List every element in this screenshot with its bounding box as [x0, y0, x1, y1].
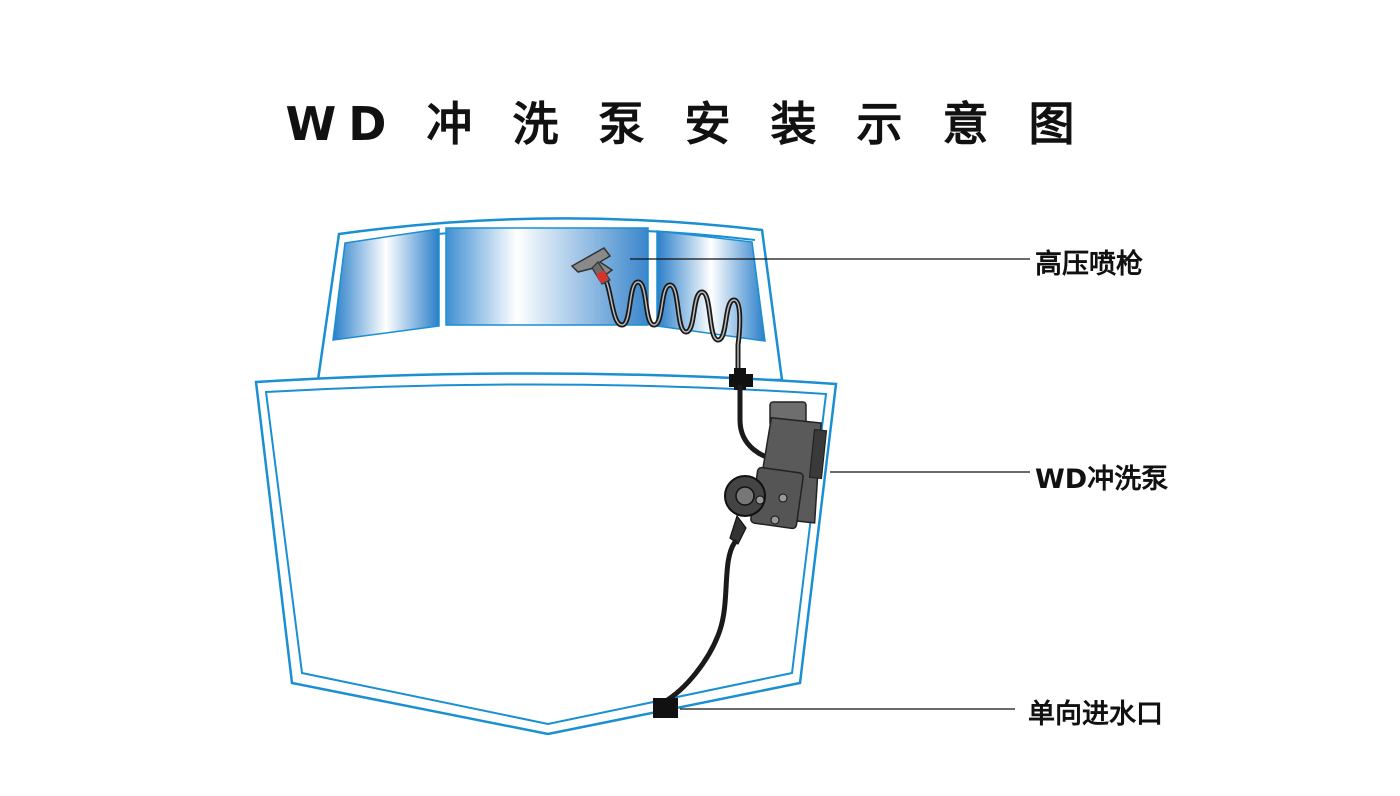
diagram-title: WD 冲 洗 泵 安 装 示 意 图	[285, 97, 1087, 151]
deck-fitting-top	[729, 368, 753, 390]
wd-pump	[724, 401, 828, 545]
leader-lines	[630, 258, 1030, 710]
inlet-fitting	[653, 698, 678, 718]
hull-outline	[254, 372, 838, 736]
window-left	[332, 228, 440, 341]
spray-gun	[570, 247, 614, 285]
spray-gun-tip	[596, 270, 609, 284]
windshield-glass	[332, 227, 766, 342]
window-center	[445, 227, 649, 326]
label-pump: WD冲洗泵	[1035, 464, 1169, 495]
label-spray-gun: 高压喷枪	[1035, 249, 1143, 280]
label-inlet: 单向进水口	[1028, 699, 1163, 730]
inlet-hose	[661, 539, 738, 705]
